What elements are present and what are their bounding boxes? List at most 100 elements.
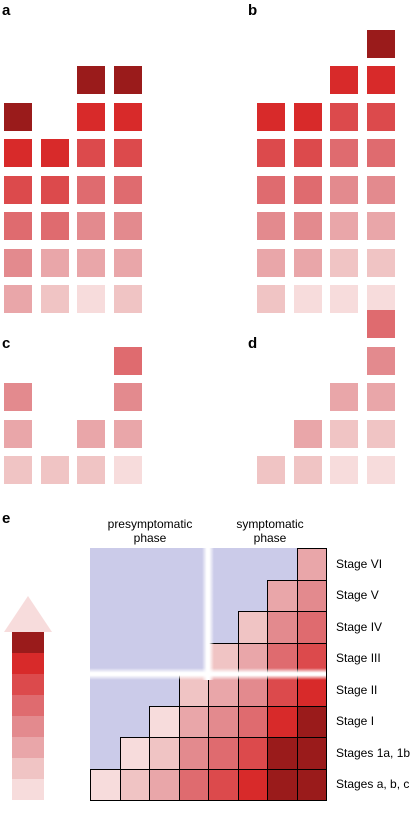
- panel-c-square: [113, 456, 142, 484]
- panel-c-square: [4, 419, 32, 448]
- stage-grid-cell: [119, 768, 150, 801]
- stage-grid-cell: [296, 737, 327, 770]
- panel-a-square: [77, 248, 105, 277]
- panel-a-square: [113, 139, 142, 167]
- panel-b-square: [257, 285, 285, 313]
- panel-label-d: d: [248, 335, 258, 352]
- panel-b-square: [257, 175, 285, 204]
- panel-a-square: [77, 212, 105, 240]
- stage-grid-cell: [296, 611, 327, 644]
- stage-grid-cell: [237, 611, 268, 644]
- panel-a-square: [40, 248, 69, 277]
- panel-d-square: [366, 383, 395, 411]
- panel-b-square: [330, 285, 358, 313]
- stage-label: Stage II: [336, 682, 378, 697]
- stage-label: Stages 1a, 1b: [336, 745, 411, 760]
- panel-d-square: [330, 419, 358, 448]
- panel-b-square: [257, 139, 285, 167]
- stage-grid-cell: [296, 548, 327, 581]
- stage-grid-cell: [208, 705, 239, 738]
- panel-b-square: [366, 285, 395, 313]
- stage-grid-cell: [90, 768, 121, 801]
- panel-b-square: [330, 248, 358, 277]
- panel-b-square: [293, 248, 322, 277]
- phase-separator-vertical: [202, 548, 214, 680]
- legend-segment: [12, 737, 44, 758]
- panel-label-b: b: [248, 2, 258, 19]
- stage-grid-cell: [178, 737, 209, 770]
- panel-d-square: [366, 419, 395, 448]
- panel-a-square: [4, 175, 32, 204]
- panel-c-square: [4, 456, 32, 484]
- panel-label-a: a: [2, 2, 11, 19]
- panel-d-square: [293, 456, 322, 484]
- panel-b-square: [330, 139, 358, 167]
- panel-b-square: [330, 66, 358, 94]
- stage-grid-cell: [237, 768, 268, 801]
- panel-c-square: [113, 383, 142, 411]
- panel-a-square: [113, 66, 142, 94]
- stage-grid-cell: [296, 705, 327, 738]
- panel-b-square: [293, 175, 322, 204]
- stage-grid-cell: [296, 768, 327, 801]
- stage-grid-cell: [237, 737, 268, 770]
- stage-grid-cell: [119, 737, 150, 770]
- panel-a-square: [113, 248, 142, 277]
- panel-b-square: [366, 29, 395, 58]
- panel-d-square: [366, 346, 395, 375]
- panel-a-square: [77, 66, 105, 94]
- panel-c-square: [4, 383, 32, 411]
- stage-label: Stages a, b, c: [336, 777, 410, 792]
- panel-b-square: [257, 212, 285, 240]
- panel-b-square: [330, 175, 358, 204]
- panel-a-square: [77, 30, 105, 58]
- stage-grid-cell: [149, 737, 180, 770]
- panel-a-square: [40, 175, 69, 204]
- panel-b-square: [366, 175, 395, 204]
- stage-label: Stage V: [336, 588, 379, 603]
- legend-segment: [12, 716, 44, 737]
- legend-segment: [12, 653, 44, 674]
- panel-d-square: [257, 456, 285, 484]
- panel-d-square: [366, 310, 395, 338]
- panel-b-square: [293, 212, 322, 240]
- panel-label-e: e: [2, 510, 11, 527]
- panel-a-square: [4, 285, 32, 313]
- panel-a-square: [4, 102, 32, 131]
- stage-grid-cell: [178, 768, 209, 801]
- stage-grid-cell: [208, 737, 239, 770]
- panel-d-square: [330, 456, 358, 484]
- phase-separator-horizontal: [90, 668, 326, 680]
- panel-d-square: [366, 456, 395, 484]
- panel-a-square: [40, 212, 69, 240]
- stage-grid-cell: [267, 579, 298, 612]
- panel-d-square: [330, 383, 358, 411]
- stage-label: Stage IV: [336, 619, 383, 634]
- panel-a-square: [40, 139, 69, 167]
- panel-b-square: [293, 285, 322, 313]
- panel-a-square: [113, 212, 142, 240]
- stage-grid-cell: [267, 705, 298, 738]
- panel-a-square: [77, 285, 105, 313]
- stage-label: Stage I: [336, 714, 375, 729]
- panel-b-square: [293, 102, 322, 131]
- panel-b-square: [330, 212, 358, 240]
- panel-a-square: [4, 139, 32, 167]
- legend-segment: [12, 758, 44, 779]
- panel-b-square: [330, 102, 358, 131]
- legend-arrowhead: [4, 596, 52, 632]
- panel-a-square: [77, 139, 105, 167]
- panel-a-square: [113, 102, 142, 131]
- stage-grid-cell: [178, 705, 209, 738]
- panel-c-square: [77, 456, 105, 484]
- panel-a-square: [113, 175, 142, 204]
- panel-b-square: [257, 248, 285, 277]
- stage-grid-cell: [237, 705, 268, 738]
- stage-grid-cell: [208, 768, 239, 801]
- panel-a-square: [113, 285, 142, 313]
- panel-c-square: [40, 456, 69, 484]
- legend-segment: [12, 695, 44, 716]
- stage-label: Stage VI: [336, 556, 383, 571]
